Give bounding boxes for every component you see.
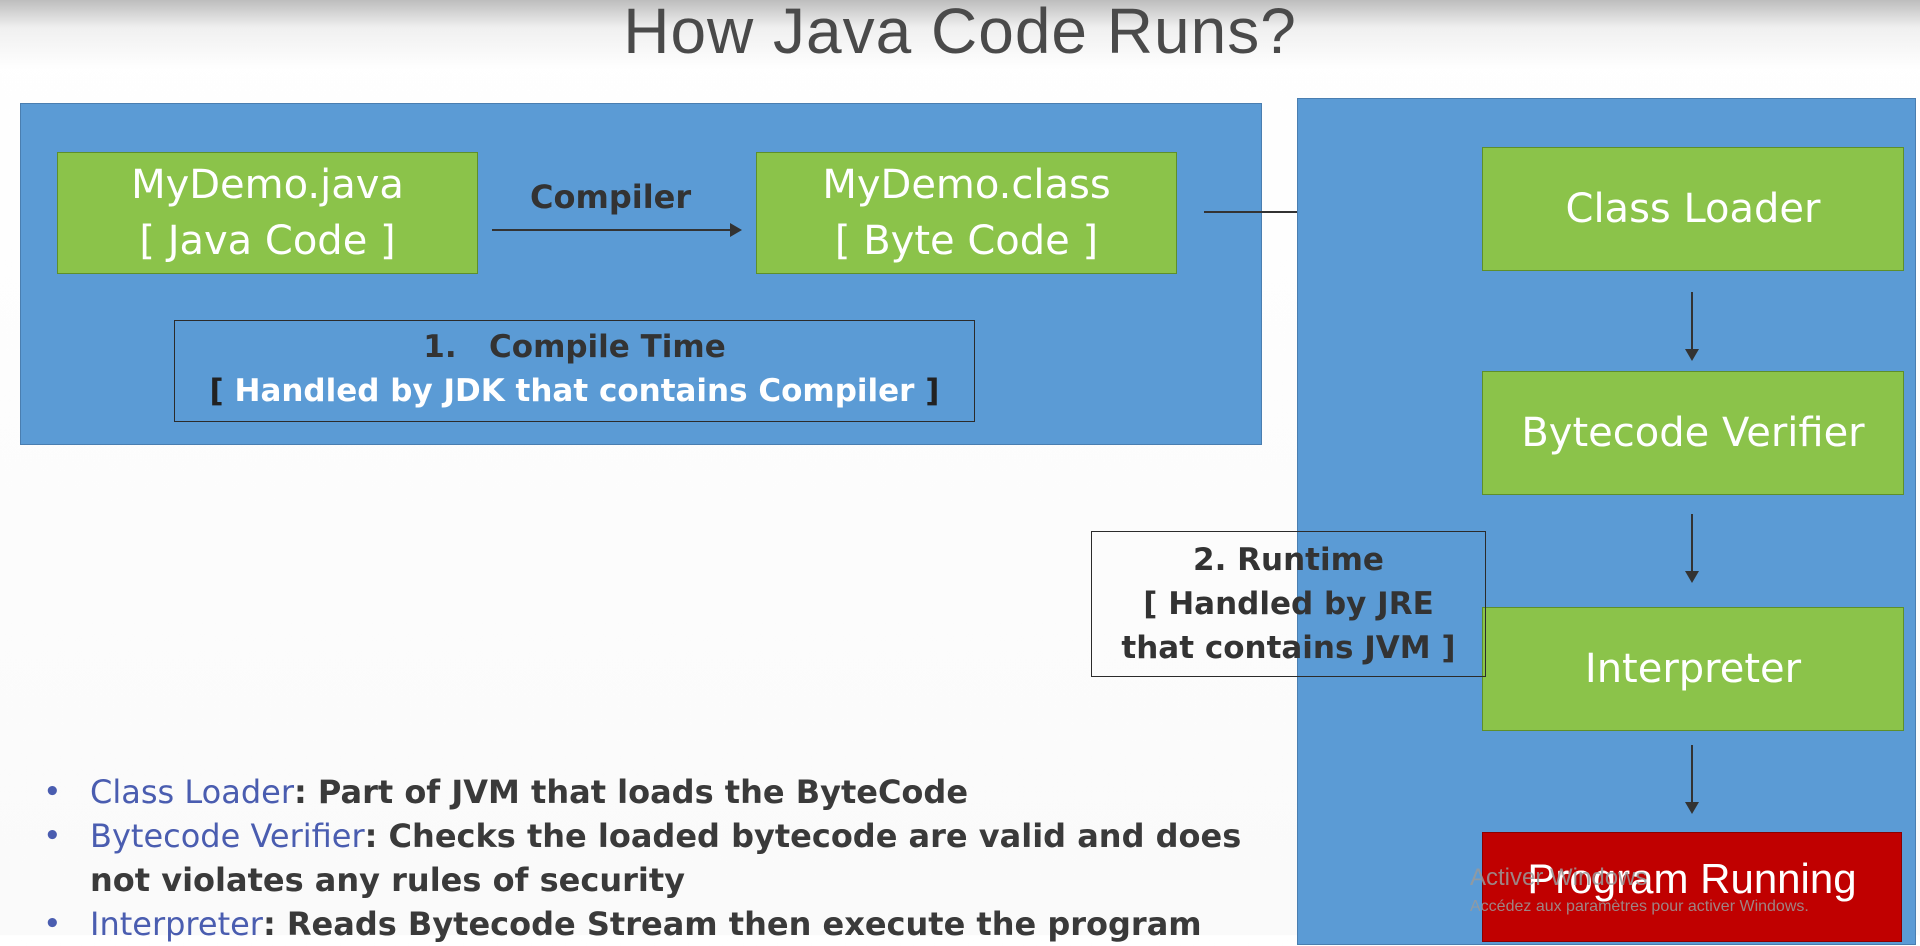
compiler-label: Compiler <box>530 178 692 216</box>
arrow-to-interpreter <box>1685 514 1699 583</box>
runtime-phase-line3: that contains JVM ] <box>1121 630 1456 666</box>
bullet-text: : Reads Bytecode Stream then execute the… <box>262 905 1202 943</box>
compile-phase-number: 1. <box>423 329 457 365</box>
bullet-icon: • <box>44 821 61 851</box>
bytecode-verifier-label: Bytecode Verifier <box>1521 410 1865 456</box>
bytecode-file-name: MyDemo.class <box>822 162 1111 208</box>
list-item: • Bytecode Verifier: Checks the loaded b… <box>40 814 1290 902</box>
arrow-to-bytecode-verifier <box>1685 292 1699 361</box>
definitions-list: • Class Loader: Part of JVM that loads t… <box>40 770 1290 946</box>
compile-phase-description-line: [ Handled by JDK that contains Compiler … <box>175 369 974 413</box>
bytecode-verifier-box: Bytecode Verifier <box>1482 371 1904 495</box>
source-file-type: [ Java Code ] <box>139 218 396 264</box>
bullet-text: : Checks the loaded bytecode are valid a… <box>90 817 1242 899</box>
list-item: • Interpreter: Reads Bytecode Stream the… <box>40 902 1290 946</box>
activation-watermark-text: Accédez aux paramètres pour activer Wind… <box>1470 898 1809 915</box>
program-running-label: Program Running <box>1527 855 1857 902</box>
source-file-name: MyDemo.java <box>131 162 404 208</box>
compile-close-bracket: ] <box>925 373 940 409</box>
slide-title: How Java Code Runs? <box>623 0 1297 67</box>
arrow-to-program-running <box>1685 745 1699 814</box>
compile-phase-title: 1. Compile Time <box>175 325 974 369</box>
runtime-phase-title: 2. Runtime <box>1193 542 1384 578</box>
compile-phase-name: Compile Time <box>489 329 726 365</box>
activation-watermark-title: Activer Windows <box>1470 864 1648 891</box>
bullet-term: Class Loader <box>90 773 294 811</box>
bullet-term: Bytecode Verifier <box>90 817 365 855</box>
class-loader-box: Class Loader <box>1482 147 1904 271</box>
bullet-text: : Part of JVM that loads the ByteCode <box>293 773 969 811</box>
compile-time-phase-box: 1. Compile Time [ Handled by JDK that co… <box>174 320 975 422</box>
bytecode-file-type: [ Byte Code ] <box>834 218 1099 264</box>
bullet-icon: • <box>44 909 61 939</box>
bytecode-file-box: MyDemo.class [ Byte Code ] <box>756 152 1177 274</box>
bullet-term: Interpreter <box>90 905 263 943</box>
interpreter-box: Interpreter <box>1482 607 1904 731</box>
list-item: • Class Loader: Part of JVM that loads t… <box>40 770 1290 814</box>
class-loader-label: Class Loader <box>1565 186 1821 232</box>
compiler-arrow <box>492 223 742 237</box>
interpreter-label: Interpreter <box>1584 646 1802 692</box>
bullet-icon: • <box>44 777 61 807</box>
compile-phase-description: Handled by JDK that contains Compiler <box>234 373 915 409</box>
compile-open-bracket: [ <box>209 373 224 409</box>
runtime-phase-box: 2. Runtime [ Handled by JRE that contain… <box>1091 531 1486 677</box>
top-shade <box>0 0 1920 70</box>
runtime-phase-line2: [ Handled by JRE <box>1143 586 1434 622</box>
source-file-box: MyDemo.java [ Java Code ] <box>57 152 478 274</box>
